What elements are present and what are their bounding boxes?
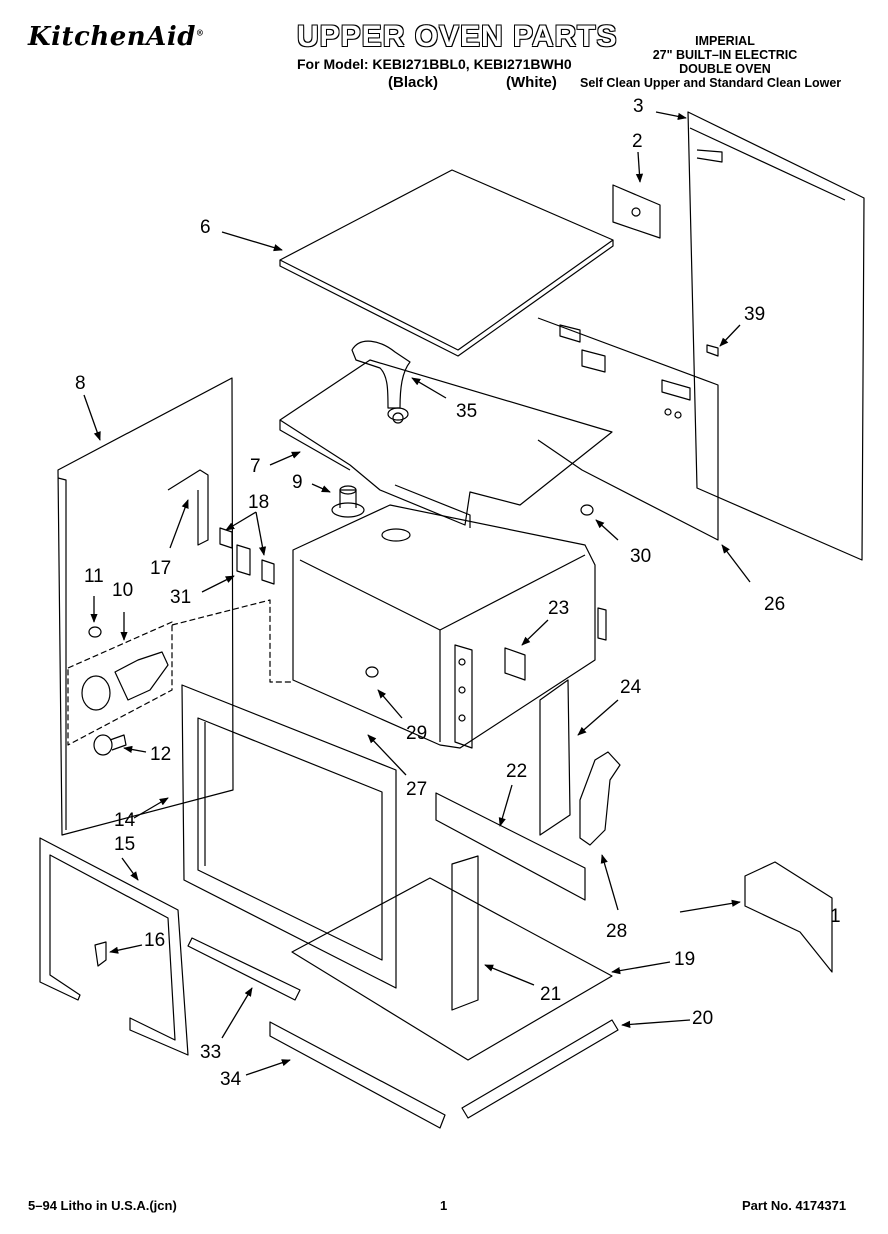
callout-6: 6: [200, 217, 211, 238]
callout-10: 10: [112, 580, 133, 601]
part-12-bulb: [93, 734, 127, 756]
callout-7: 7: [250, 456, 261, 477]
callout-20: 20: [692, 1008, 713, 1029]
callout-numbers: 1 2 3 6 7 8 9 10 11 12 14 15 16 17 18 19…: [75, 96, 841, 1090]
part-10-light-assembly: [67, 621, 173, 746]
part-16-clip: [94, 941, 107, 967]
part-2-bracket: [612, 184, 661, 239]
callout-1: 1: [830, 906, 841, 927]
model-numbers: For Model: KEBI271BBL0, KEBI271BWH0: [297, 56, 572, 72]
callout-8: 8: [75, 373, 86, 394]
variant-black: (Black): [388, 74, 439, 91]
callout-23: 23: [548, 598, 569, 619]
litho-note: 5–94 Litho in U.S.A.(jcn): [28, 1198, 177, 1213]
callout-21: 21: [540, 984, 561, 1005]
leader-lines: [83, 111, 751, 1076]
part-8-side-panel: [57, 377, 234, 836]
callout-2: 2: [632, 131, 643, 152]
part-23-bracket: [504, 647, 526, 681]
part-6-top-panel: [279, 169, 614, 357]
callout-9: 9: [292, 472, 303, 493]
part-7-top-plate: [279, 359, 613, 528]
callout-29: 29: [406, 723, 427, 744]
part-11-lens: [88, 626, 102, 638]
product-type: 27" BUILT–IN ELECTRIC: [652, 48, 798, 62]
page-title: UPPER OVEN PARTS: [297, 20, 618, 53]
trademark-mark: ®: [195, 27, 205, 38]
callout-11: 11: [84, 566, 104, 587]
callout-35: 35: [456, 401, 477, 422]
part-26-rear-panel: [537, 317, 719, 541]
callout-22: 22: [506, 761, 527, 782]
alignment-line: [171, 599, 293, 683]
brand-logo: KitchenAid®: [28, 22, 204, 52]
part-29-plug: [365, 666, 379, 678]
callout-34: 34: [220, 1069, 242, 1090]
part-1-bracket: [744, 861, 833, 973]
callout-33: 33: [200, 1042, 221, 1063]
callout-3: 3: [633, 96, 644, 117]
callout-30: 30: [630, 546, 651, 567]
callout-31: 31: [170, 587, 191, 608]
callout-26: 26: [764, 594, 785, 615]
part-33-strip: [187, 937, 301, 1001]
part-22-support: [435, 792, 586, 901]
clean-type: Self Clean Upper and Standard Clean Lowe…: [580, 76, 842, 90]
variant-white: (White): [506, 74, 557, 91]
callout-28: 28: [606, 921, 627, 942]
part-18-switch: [219, 527, 275, 585]
part-35-vent-duct: [351, 340, 411, 421]
product-line: IMPERIAL: [695, 34, 755, 48]
callout-24: 24: [620, 677, 642, 698]
part-31-switch: [236, 544, 251, 576]
product-config: DOUBLE OVEN: [679, 62, 771, 76]
part-3-side-panel: [687, 111, 865, 561]
callout-17: 17: [150, 558, 171, 579]
callout-14: 14: [114, 810, 136, 831]
part-15-gasket: [39, 837, 189, 1056]
brand-name: KitchenAid: [28, 22, 196, 52]
callout-12: 12: [150, 744, 171, 765]
part-20-rail: [461, 1019, 619, 1119]
part-39-clip: [706, 344, 719, 357]
product-description: IMPERIAL 27" BUILT–IN ELECTRIC DOUBLE OV…: [580, 34, 870, 90]
part-19-bottom-panel: [291, 877, 613, 1061]
callout-16: 16: [144, 930, 165, 951]
part-24-bracket: [539, 679, 571, 836]
callout-27: 27: [406, 779, 427, 800]
part-9-terminal: [331, 485, 365, 518]
part-27-oven-cavity: [292, 504, 607, 749]
callout-18: 18: [248, 492, 269, 513]
part-17-bracket: [167, 469, 209, 546]
part-14-front-frame: [181, 684, 397, 989]
part-28-hinge: [579, 751, 621, 846]
part-30-plug: [580, 504, 594, 516]
part-21-post: [451, 855, 479, 1011]
callout-15: 15: [114, 834, 135, 855]
callout-19: 19: [674, 949, 695, 970]
callout-39: 39: [744, 304, 765, 325]
part-34-rail: [269, 1021, 446, 1129]
part-number: Part No. 4174371: [742, 1198, 847, 1213]
page-number: 1: [440, 1198, 448, 1213]
